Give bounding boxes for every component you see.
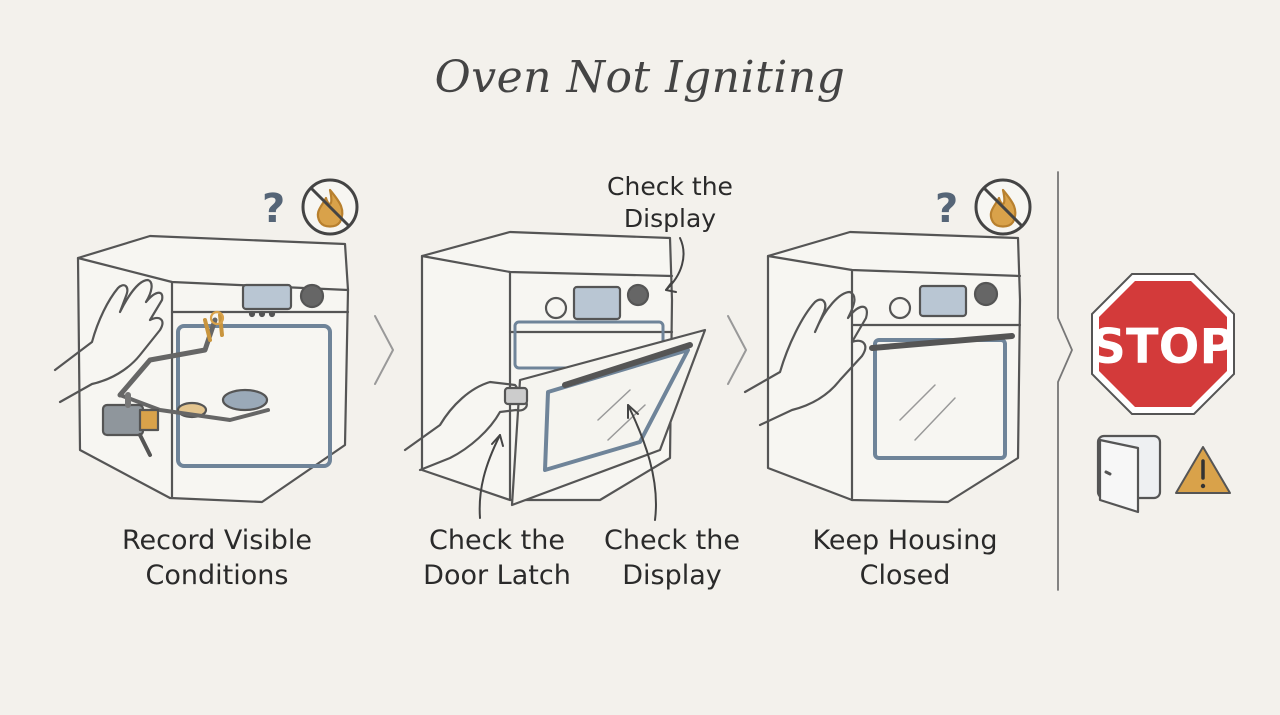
label-keep-housing-closed: Keep Housing Closed [800,523,1010,593]
label-line-2: Door Latch [423,560,571,591]
callout-line-1: Check the [607,172,733,201]
oven-1 [53,234,350,504]
label-line-2: Closed [859,560,951,591]
label-line-1: Check the [429,525,565,556]
label-record-visible-conditions: Record Visible Conditions [112,523,322,593]
diagram-title: Oven Not Igniting [434,52,846,103]
question-mark-icon: ? [935,186,958,232]
step-1-icons: ? [262,178,359,236]
stop-text: STOP [1091,319,1234,375]
callout-line-2: Display [623,204,717,233]
label-line-2: Display [622,560,722,591]
step-3-icons: ? [935,178,1032,236]
label-line-1: Record Visible [121,525,313,556]
stop-sign-icon: STOP [1091,273,1235,415]
oven-3 [743,230,1022,504]
section-divider [1057,171,1073,591]
oven-2 [403,230,707,521]
no-flame-icon [974,178,1032,236]
arrow-right-icon-2 [727,315,747,385]
no-flame-icon [301,178,359,236]
question-mark-icon: ? [262,186,285,232]
label-check-door-latch: Check the Door Latch [412,523,582,593]
label-line-2: Conditions [145,560,289,591]
label-check-display: Check the Display [592,523,752,593]
warning-icon [1175,446,1231,494]
open-door-icon [1096,434,1162,514]
callout-check-display: Check the Display [605,171,735,235]
arrow-right-icon-1 [374,315,394,385]
label-line-1: Check the [604,525,740,556]
label-line-1: Keep Housing [812,525,998,556]
